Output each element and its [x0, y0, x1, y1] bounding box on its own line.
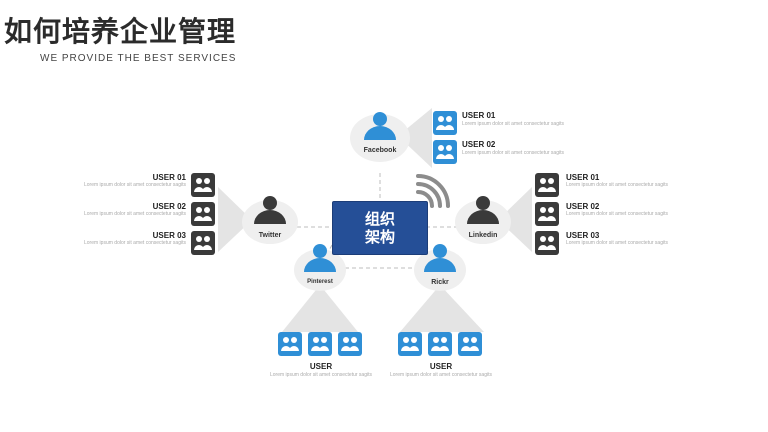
pinterest-user-title: USER	[309, 362, 333, 371]
page-title: 如何培养企业管理	[4, 15, 237, 48]
linkedin-user-2-title: USER 02	[566, 202, 600, 211]
facebook-user-2-desc: Lorem ipsum dolor sit amet consectetur s…	[462, 150, 564, 156]
twitter-user-3-title: USER 03	[152, 231, 186, 240]
twitter-user-3-icon	[191, 231, 215, 255]
linkedin-user-3-icon	[535, 231, 559, 255]
facebook-user-1-icon	[433, 111, 457, 135]
flickr-user-desc: Lorem ipsum dolor sit amet consectetur s…	[390, 372, 492, 378]
linkedin-user-2-desc: Lorem ipsum dolor sit amet consectetur s…	[566, 211, 668, 217]
facebook-user-1-title: USER 01	[462, 111, 496, 120]
linkedin-user-3-title: USER 03	[566, 231, 600, 240]
funnel-linkedin	[498, 187, 532, 252]
flickr-user-3-icon	[458, 332, 482, 356]
linkedin-user-2-icon	[535, 202, 559, 226]
twitter-user-1-icon	[191, 173, 215, 197]
twitter-user-1-desc: Lorem ipsum dolor sit amet consectetur s…	[84, 182, 186, 188]
pinterest-user-desc: Lorem ipsum dolor sit amet consectetur s…	[270, 372, 372, 378]
twitter-user-2-desc: Lorem ipsum dolor sit amet consectetur s…	[84, 211, 186, 217]
funnel-facebook	[398, 108, 432, 168]
linkedin-user-1-icon	[535, 173, 559, 197]
linkedin-user-1-desc: Lorem ipsum dolor sit amet consectetur s…	[566, 182, 668, 188]
funnel-twitter	[218, 187, 252, 252]
twitter-user-2-title: USER 02	[152, 202, 186, 211]
flickr-label: Rickr	[431, 279, 449, 286]
page-subtitle: WE PROVIDE THE BEST SERVICES	[40, 53, 237, 64]
twitter-label: Twitter	[258, 232, 282, 239]
center-line-1: 组织	[364, 210, 395, 228]
pinterest-user-1-icon	[278, 332, 302, 356]
pinterest-user-2-icon	[308, 332, 332, 356]
center-line-2: 架构	[364, 228, 395, 246]
pinterest-user-3-icon	[338, 332, 362, 356]
flickr-user-title: USER	[429, 362, 453, 371]
funnel-flickr	[400, 285, 484, 332]
twitter-user-1-title: USER 01	[152, 173, 186, 182]
facebook-user-2-icon	[433, 140, 457, 164]
twitter-user-3-desc: Lorem ipsum dolor sit amet consectetur s…	[84, 240, 186, 246]
twitter-user-2-icon	[191, 202, 215, 226]
flickr-user-1-icon	[398, 332, 422, 356]
pinterest-label: Pinterest	[307, 279, 333, 285]
org-center-box: 组织 架构	[332, 201, 428, 255]
facebook-user-1-desc: Lorem ipsum dolor sit amet consectetur s…	[462, 121, 564, 127]
facebook-user-2-title: USER 02	[462, 140, 496, 149]
linkedin-user-3-desc: Lorem ipsum dolor sit amet consectetur s…	[566, 240, 668, 246]
facebook-label: Facebook	[363, 147, 397, 154]
linkedin-user-1-title: USER 01	[566, 173, 600, 182]
linkedin-label: Linkedin	[468, 232, 498, 239]
flickr-user-2-icon	[428, 332, 452, 356]
funnel-pinterest	[282, 285, 358, 332]
